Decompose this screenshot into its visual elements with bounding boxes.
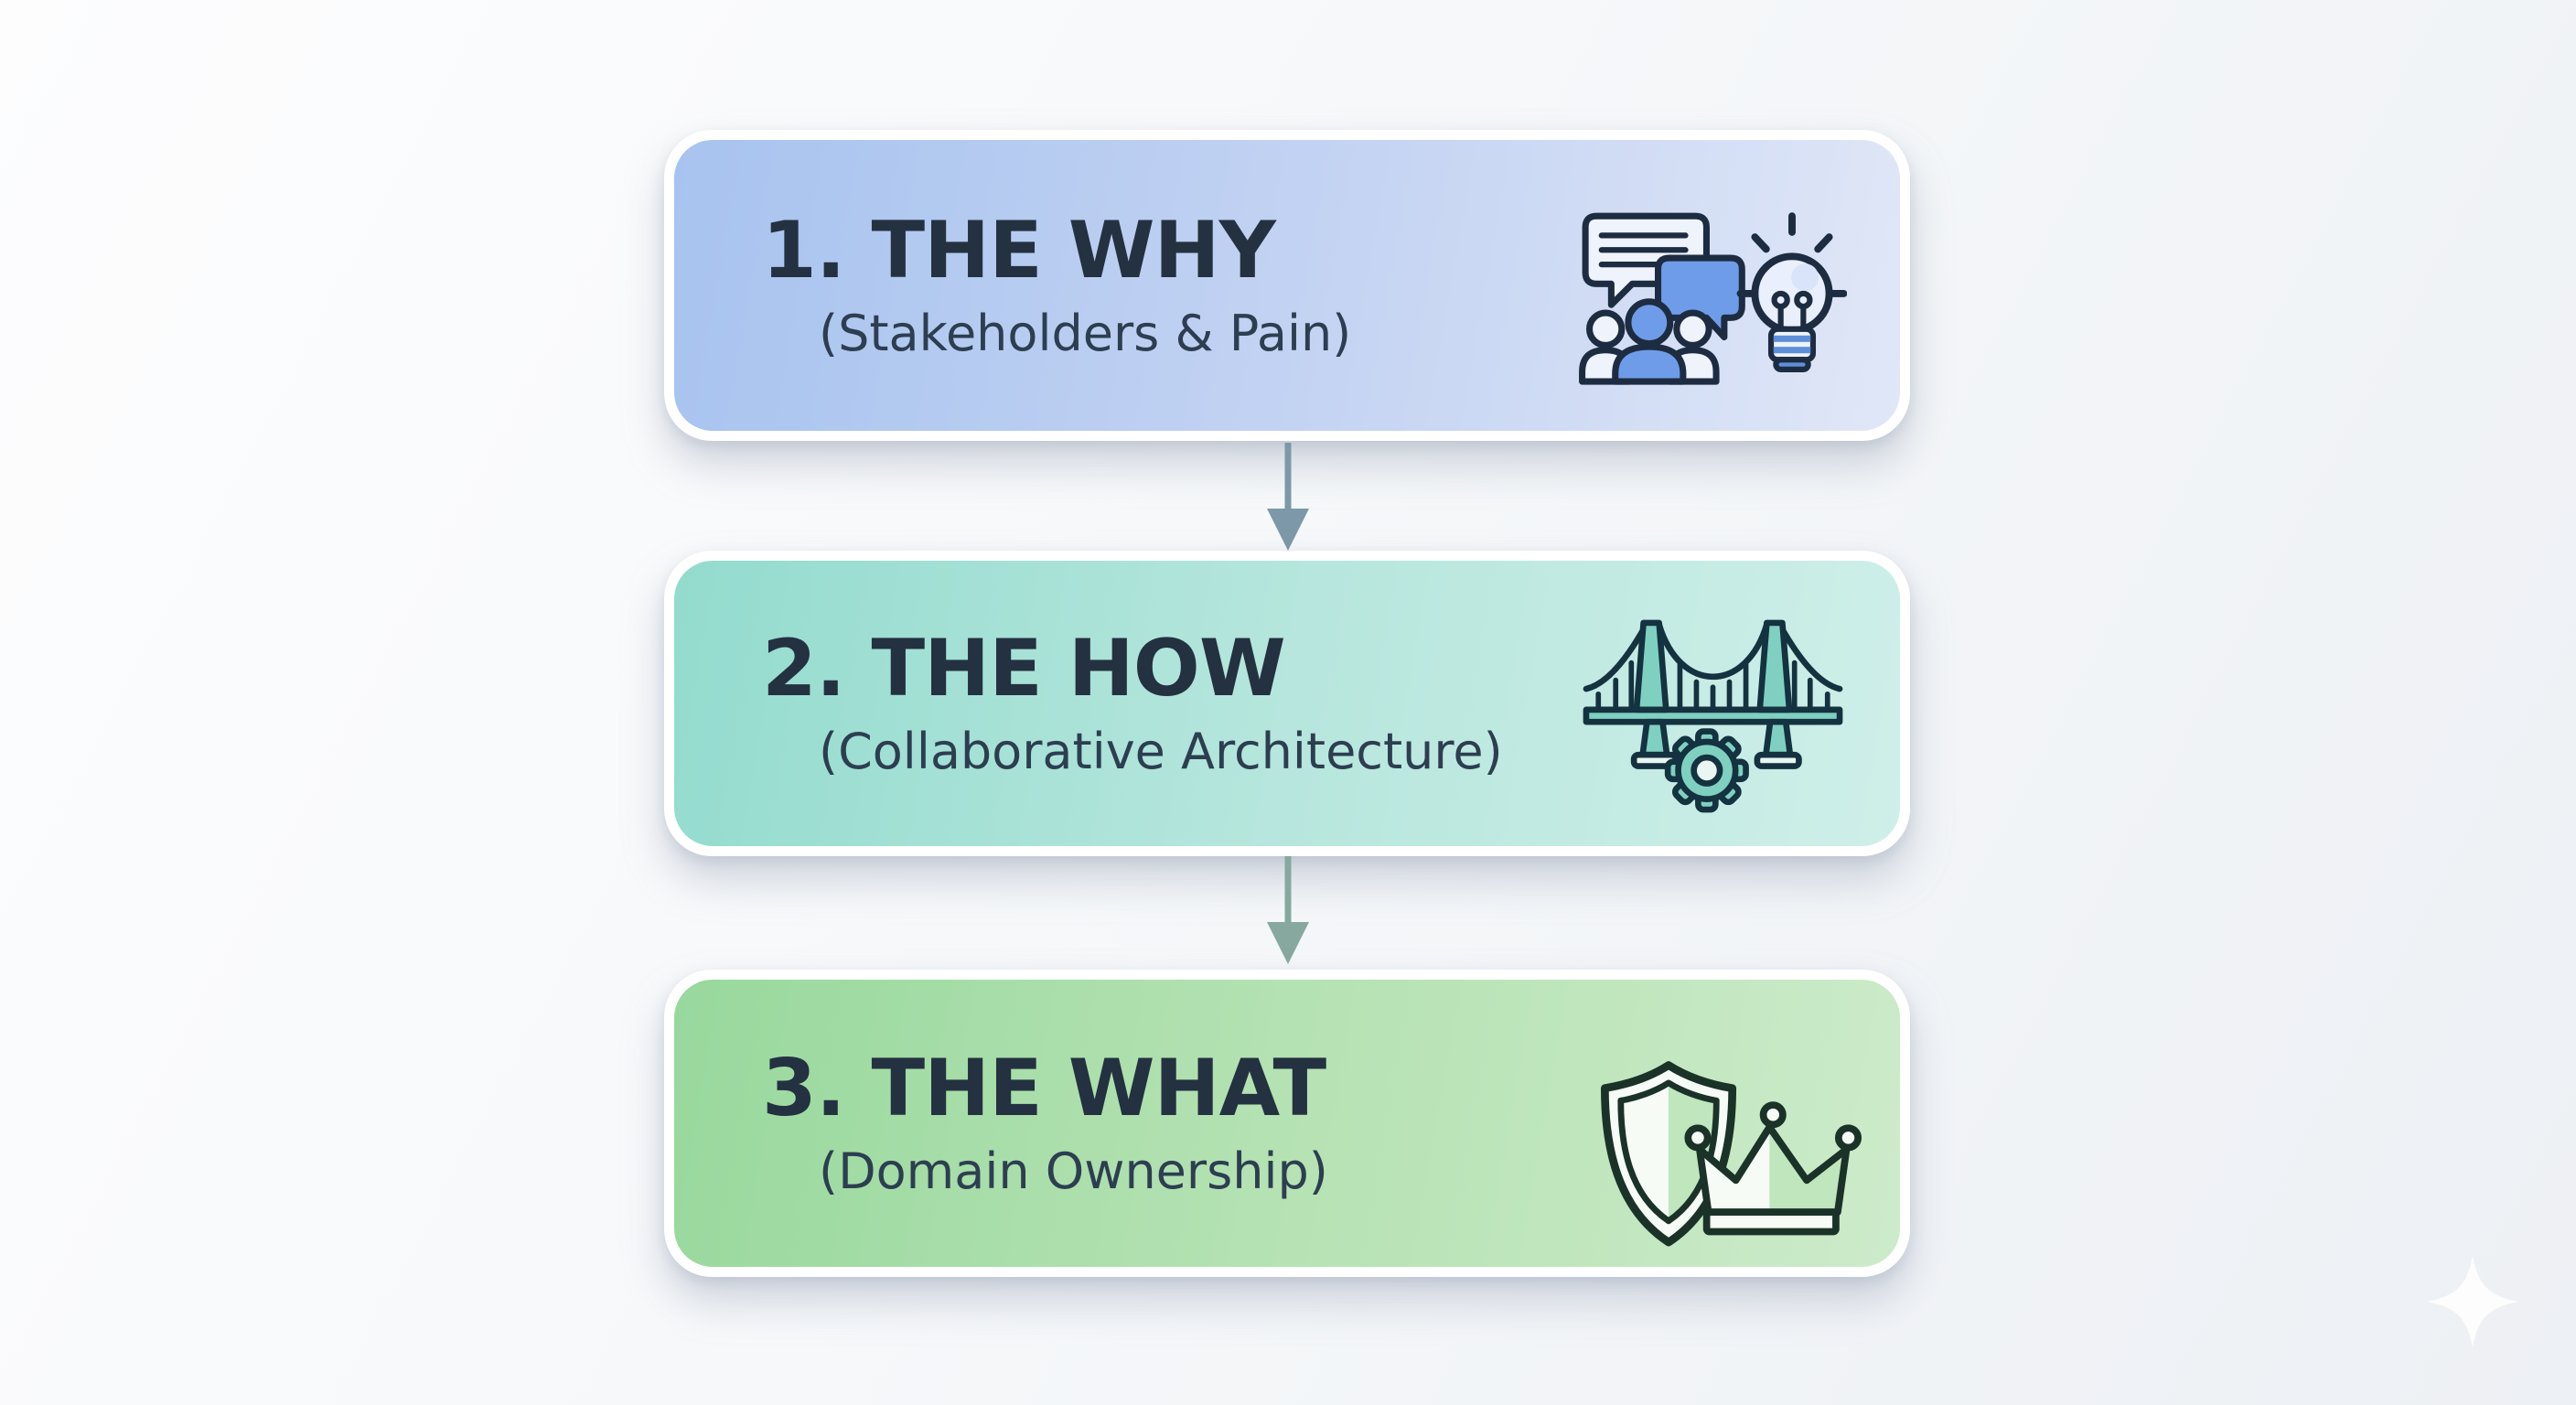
card-subtitle: (Stakeholders & Pain) xyxy=(819,304,1352,362)
down-arrow-icon xyxy=(1267,856,1309,964)
bridge-icon xyxy=(1583,619,1843,769)
down-arrow-icon xyxy=(1267,443,1309,551)
card-the-what-surface: 3. THE WHAT (Domain Ownership) xyxy=(674,980,1900,1267)
card-subtitle: (Collaborative Architecture) xyxy=(819,722,1503,780)
card-title: 2. THE HOW xyxy=(762,622,1286,714)
card-title: 1. THE WHY xyxy=(762,204,1276,296)
card-title: 3. THE WHAT xyxy=(762,1042,1326,1134)
lightbulb-icon xyxy=(1736,212,1847,372)
people-group-icon xyxy=(1579,298,1720,385)
gear-icon xyxy=(1664,728,1749,813)
card-the-why-surface: 1. THE WHY (Stakeholders & Pain) xyxy=(674,140,1900,431)
card-the-how: 2. THE HOW (Collaborative Architecture) xyxy=(664,551,1910,856)
card-the-why: 1. THE WHY (Stakeholders & Pain) xyxy=(664,130,1910,441)
how-icon-cluster xyxy=(1583,619,1843,813)
card-the-how-surface: 2. THE HOW (Collaborative Architecture) xyxy=(674,561,1900,846)
card-text-block: 3. THE WHAT (Domain Ownership) xyxy=(674,1042,1900,1200)
card-text-block: 1. THE WHY (Stakeholders & Pain) xyxy=(674,204,1900,362)
card-the-what: 3. THE WHAT (Domain Ownership) xyxy=(664,970,1910,1277)
sparkle-icon xyxy=(2427,1256,2518,1347)
why-icon-cluster xyxy=(1579,212,1847,385)
what-icon-cluster xyxy=(1601,1061,1862,1247)
card-subtitle: (Domain Ownership) xyxy=(819,1142,1328,1200)
shield-icon xyxy=(1601,1061,1737,1247)
card-text-block: 2. THE HOW (Collaborative Architecture) xyxy=(674,622,1900,780)
